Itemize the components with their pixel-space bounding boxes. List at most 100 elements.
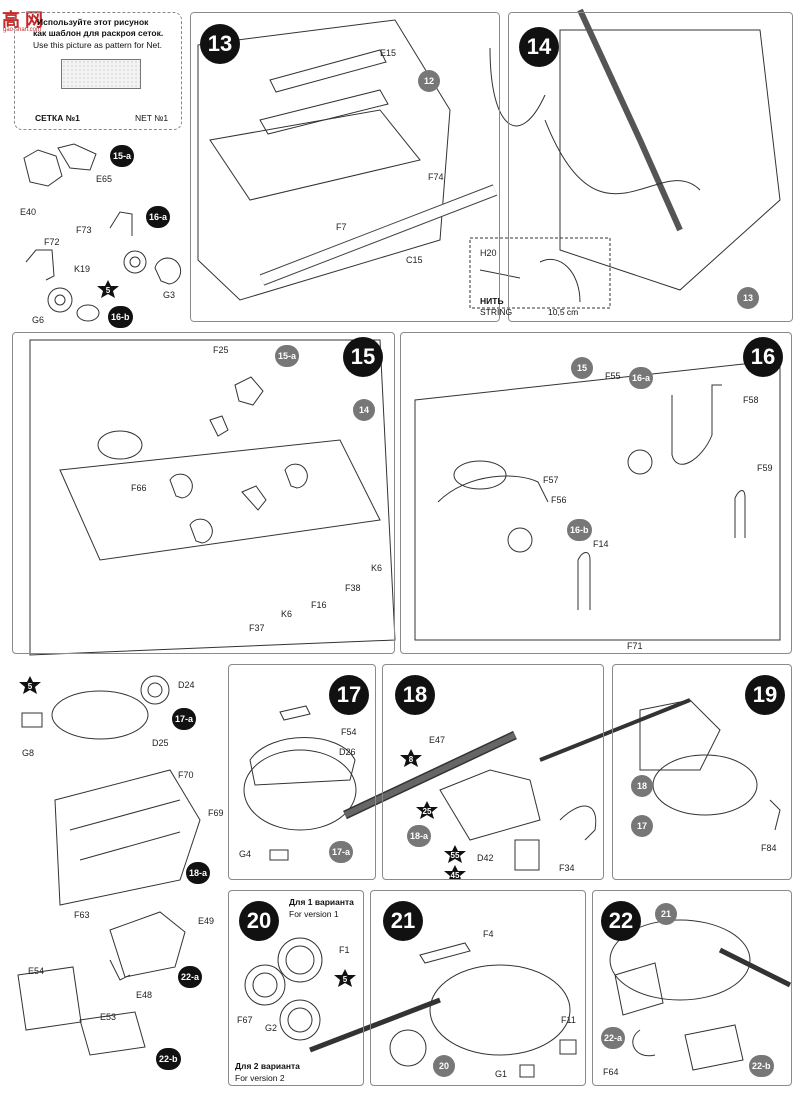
subassembly-16b-badge: 16-b: [108, 306, 133, 328]
part-E53: E53: [100, 1012, 117, 1022]
part-F4: F4: [483, 929, 494, 939]
part-C15: C15: [406, 255, 423, 265]
part-F16: F16: [311, 600, 327, 610]
ref-16a-badge: 16-a: [629, 367, 654, 389]
part-K6-right: K6: [371, 563, 383, 573]
net-instruction-ru-2: как шаблон для раскроя сеток.: [33, 28, 164, 38]
part-F34: F34: [559, 863, 575, 873]
part-G2: G2: [265, 1023, 278, 1033]
ref-17-badge: 17: [631, 815, 653, 837]
ref-20-badge: 20: [433, 1055, 455, 1077]
version-2-en: For version 2: [235, 1073, 285, 1083]
step-16-panel: 16 15 F55 16-a F58 F59 F57 F56 16-b F14 …: [400, 332, 792, 654]
subassembly-22a-badge: 22-a: [178, 966, 203, 988]
site-logo: 高 网: [2, 10, 44, 30]
part-F55: F55: [605, 371, 621, 381]
part-F37: F37: [249, 623, 265, 633]
part-F11: F11: [561, 1015, 576, 1025]
step-13-number: 13: [200, 24, 240, 64]
part-F7: F7: [336, 222, 347, 232]
step-14-number: 14: [519, 27, 559, 67]
ref-18-badge: 18: [631, 775, 653, 797]
step-18-panel: 18 E47 8 25 18-a 55 D42 45 F34: [382, 664, 604, 880]
part-F57: F57: [543, 475, 559, 485]
part-F25: F25: [213, 345, 229, 355]
subassembly-22b-badge: 22-b: [156, 1048, 181, 1070]
ref-15-badge: 15: [571, 357, 593, 379]
net-instruction-ru-1: Используйте этот рисунок: [37, 17, 149, 27]
step-14-panel: 14 13: [508, 12, 793, 322]
part-F74: F74: [428, 172, 444, 182]
paint-ref-8-star: 8: [399, 749, 423, 767]
part-E65: E65: [96, 174, 113, 184]
site-url: gao-shan.com: [3, 27, 42, 33]
string-label-ru: НИТЬ: [480, 296, 504, 306]
paint-ref-5-star-b: 5: [18, 676, 42, 694]
ref-16b-badge: 16-b: [567, 519, 592, 541]
ref-18a-badge: 18-a: [407, 825, 432, 847]
part-K6-left: K6: [281, 609, 293, 619]
step-21-panel: 21 F4 F11 20 G1: [370, 890, 586, 1086]
step-17-panel: 17 F54 D26 G4 17-a: [228, 664, 376, 880]
part-H20-label: H20: [480, 248, 497, 258]
net-pattern-swatch: [61, 59, 141, 89]
part-E15: E15: [380, 48, 397, 58]
step-20-number: 20: [239, 901, 279, 941]
part-F84: F84: [761, 843, 777, 853]
part-E48: E48: [136, 990, 153, 1000]
step-16-number: 16: [743, 337, 783, 377]
part-D25: D25: [152, 738, 169, 748]
paint-ref-5-star-c: 5: [333, 969, 357, 987]
step-17-number: 17: [329, 675, 369, 715]
step-15-panel: 15 F25 15-a 14 F66 K6 F38 F16 K6 F37: [12, 332, 395, 654]
paint-ref-25-star: 25: [415, 801, 439, 819]
ref-22a-badge: 22-a: [601, 1027, 626, 1049]
part-K19: K19: [74, 264, 91, 274]
net-label-ru: СЕТКА №1: [35, 113, 80, 123]
subassembly-18a-badge: 18-a: [186, 862, 211, 884]
step-20-panel: 20 Для 1 варианта For version 1 F1 5 F67…: [228, 890, 364, 1086]
step-22-panel: 22 21 22-a F64 22-b: [592, 890, 792, 1086]
ref-15a-badge: 15-a: [275, 345, 300, 367]
ref-17a-badge: 17-a: [329, 841, 354, 863]
part-F73: F73: [76, 225, 92, 235]
part-G8: G8: [22, 748, 35, 758]
step-19-panel: 19 18 17 F84: [612, 664, 792, 880]
part-D24: D24: [178, 680, 195, 690]
part-F14: F14: [593, 539, 609, 549]
ref-14-badge: 14: [353, 399, 375, 421]
paint-ref-5-star: 5: [96, 280, 120, 298]
part-F64: F64: [603, 1067, 619, 1077]
ref-12-badge: 12: [418, 70, 440, 92]
ref-13-badge: 13: [737, 287, 759, 309]
subassembly-17a-badge: 17-a: [172, 708, 197, 730]
part-F1: F1: [339, 945, 350, 955]
version-2-ru: Для 2 варианта: [235, 1061, 300, 1071]
part-E47: E47: [429, 735, 446, 745]
part-G6: G6: [32, 315, 45, 325]
part-G4: G4: [239, 849, 252, 859]
ref-22b-badge: 22-b: [749, 1055, 774, 1077]
part-F72: F72: [44, 237, 60, 247]
part-F67: F67: [237, 1015, 253, 1025]
part-F63: F63: [74, 910, 90, 920]
part-F56: F56: [551, 495, 567, 505]
part-E54: E54: [28, 966, 45, 976]
net-label-en: NET №1: [135, 113, 169, 123]
subassembly-16a-badge: 16-a: [146, 206, 171, 228]
part-F71: F71: [627, 641, 643, 651]
paint-ref-55-star: 55: [443, 845, 467, 863]
part-F38: F38: [345, 583, 361, 593]
paint-ref-45-star: 45: [443, 865, 467, 879]
version-1-en: For version 1: [289, 909, 339, 919]
step-22-number: 22: [601, 901, 641, 941]
part-E49: E49: [198, 916, 215, 926]
ref-21-badge: 21: [655, 903, 677, 925]
part-D26: D26: [339, 747, 356, 757]
part-D42: D42: [477, 853, 494, 863]
net-instruction-en: Use this picture as pattern for Net.: [33, 40, 162, 50]
part-F69: F69: [208, 808, 224, 818]
string-length: 10,5 cm: [548, 307, 579, 317]
part-F66: F66: [131, 483, 147, 493]
